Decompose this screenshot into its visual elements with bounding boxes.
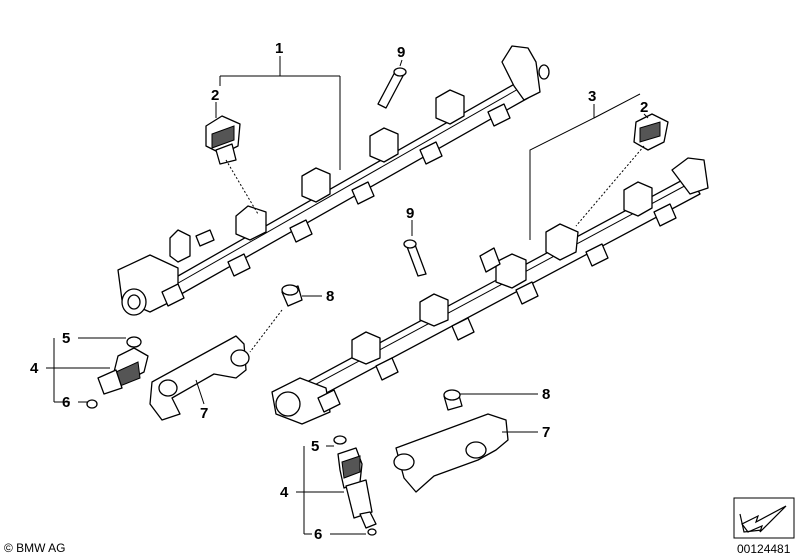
bolt-middle[interactable]	[403, 239, 427, 277]
callout-4-lower: 4	[280, 484, 289, 501]
callouts: 1 2 9 3 2 9 8 5 4 6 7 8 7 5 4 6	[30, 40, 648, 543]
bracket-left[interactable]	[149, 309, 283, 421]
callout-8-right: 8	[542, 386, 550, 403]
callout-6-lower: 6	[314, 526, 322, 543]
callout-6-left: 6	[62, 394, 70, 411]
callout-2-left: 2	[211, 87, 219, 104]
pressure-sensor-left[interactable]	[205, 115, 259, 215]
bracket-right[interactable]	[393, 413, 509, 493]
callout-4-left: 4	[30, 360, 39, 377]
callout-3: 3	[588, 88, 596, 105]
callout-5-lower: 5	[311, 438, 319, 455]
copyright-text: © BMW AG	[4, 541, 66, 555]
injector-lower[interactable]	[333, 435, 377, 536]
bolt-upper[interactable]	[377, 67, 407, 109]
callout-1: 1	[275, 40, 283, 57]
callout-7-left: 7	[200, 405, 208, 422]
pressure-sensor-right[interactable]	[575, 113, 669, 227]
fuel-rail-1[interactable]	[117, 45, 550, 316]
screw-right[interactable]	[443, 389, 463, 411]
fuel-rail-3[interactable]	[271, 157, 709, 425]
callout-5-left: 5	[62, 330, 70, 347]
callout-2-right: 2	[640, 99, 648, 116]
screw-left[interactable]	[281, 284, 303, 307]
orientation-arrow-icon	[733, 497, 795, 539]
callout-9-top: 9	[397, 44, 405, 61]
callout-8-left: 8	[326, 288, 334, 305]
injector-left[interactable]	[86, 336, 149, 409]
leader-lines	[46, 56, 649, 535]
callout-7-right: 7	[542, 424, 550, 441]
diagram-number: 00124481	[737, 542, 791, 556]
callout-9-middle: 9	[406, 205, 414, 222]
